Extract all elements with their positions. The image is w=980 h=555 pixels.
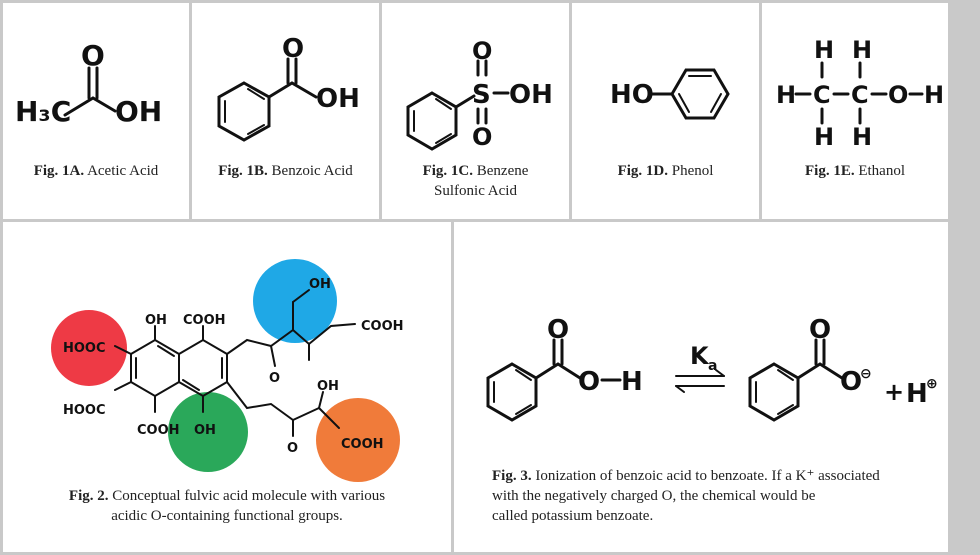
fig1a-label: Fig. 1A. bbox=[33, 163, 85, 179]
panel-fig1e: H H H C C O H H H Fig. 1E. Ethanol bbox=[762, 3, 948, 219]
fig3-text-line2: with the negatively charged O, the chemi… bbox=[492, 488, 816, 504]
atom-o-top: O bbox=[282, 34, 304, 64]
atom-oh: OH bbox=[316, 84, 360, 114]
atom-h-left: H bbox=[776, 81, 796, 109]
atom-h-left: H bbox=[621, 367, 643, 397]
group-hooc-2: HOOC bbox=[63, 403, 106, 418]
atom-s: S bbox=[472, 80, 491, 110]
fig3-text-line1: Ionization of benzoic acid to benzoate. … bbox=[535, 468, 880, 484]
benzene-sulfonic-acid-structure: S O O OH bbox=[406, 37, 553, 151]
fig1c-name-line1: Benzene bbox=[476, 163, 529, 179]
atom-o: O bbox=[888, 81, 908, 109]
acetic-acid-structure: H₃C O OH bbox=[15, 39, 162, 128]
charge-minus: ⊖ bbox=[860, 366, 872, 382]
highlight-green bbox=[168, 392, 248, 472]
phenol-structure: HO bbox=[610, 68, 730, 120]
group-oh-bottom: OH bbox=[194, 423, 216, 438]
fig1c-name-line2: Sulfonic Acid bbox=[434, 183, 517, 199]
highlight-orange bbox=[316, 398, 400, 482]
charge-plus: ⊕ bbox=[926, 376, 938, 392]
highlight-red bbox=[51, 310, 127, 386]
atom-h-top-1: H bbox=[814, 36, 834, 64]
fig1d-label: Fig. 1D. bbox=[617, 163, 668, 179]
group-oh-top: OH bbox=[145, 313, 167, 328]
benzoic-acid-ionization: O O H K a O O ⊖ + H ⊕ bbox=[486, 315, 938, 422]
fig1e-name: Ethanol bbox=[858, 163, 905, 179]
plus-sign: + bbox=[884, 378, 904, 406]
panel-fig3: O O H K a O O ⊖ + H ⊕ Fig. 3. Ionization… bbox=[454, 222, 948, 552]
panel-fig1d: HO Fig. 1D. Phenol bbox=[572, 3, 759, 219]
panel-fig2: OH COOH HOOC HOOC COOH OH O OH COOH O OH… bbox=[3, 222, 451, 552]
fig1c-label: Fig. 1C. bbox=[422, 163, 474, 179]
panel-fig1a: H₃C O OH Fig. 1A. Acetic Acid bbox=[3, 3, 189, 219]
caption-fig1a: Fig. 1A. Acetic Acid bbox=[3, 161, 189, 181]
fig2-text-line2: acidic O-containing functional groups. bbox=[111, 508, 343, 524]
atom-h-top-2: H bbox=[852, 36, 872, 64]
ethanol-structure: H H H C C O H H H bbox=[776, 36, 944, 151]
atom-h3c: H₃C bbox=[15, 95, 71, 128]
caption-fig1d: Fig. 1D. Phenol bbox=[572, 161, 759, 181]
fig3-text-line3: called potassium benzoate. bbox=[492, 508, 654, 524]
group-cooh-top: COOH bbox=[183, 313, 226, 328]
caption-fig1e: Fig. 1E. Ethanol bbox=[762, 161, 948, 181]
panel-fig1c: S O O OH Fig. 1C. Benzene Sulfonic Acid bbox=[382, 3, 569, 219]
atom-h-bottom-2: H bbox=[852, 123, 872, 151]
fig1e-label: Fig. 1E. bbox=[805, 163, 855, 179]
atom-o-left: O bbox=[578, 367, 600, 397]
group-oh-lower: OH bbox=[317, 379, 339, 394]
fig1d-name: Phenol bbox=[671, 163, 714, 179]
atom-o-top: O bbox=[472, 37, 492, 65]
group-cooh-lower: COOH bbox=[341, 437, 384, 452]
atom-h-right: H bbox=[924, 81, 944, 109]
group-oh-upper: OH bbox=[309, 277, 331, 292]
ka-k: K bbox=[690, 342, 710, 370]
group-o-upper: O bbox=[269, 371, 280, 386]
atom-ho: HO bbox=[610, 80, 654, 110]
caption-fig2: Fig. 2. Conceptual fulvic acid molecule … bbox=[3, 486, 451, 526]
caption-fig1c: Fig. 1C. Benzene Sulfonic Acid bbox=[382, 161, 569, 201]
ka-a: a bbox=[708, 358, 717, 374]
group-cooh-bottom: COOH bbox=[137, 423, 180, 438]
fig1b-label: Fig. 1B. bbox=[218, 163, 268, 179]
atom-o-bottom: O bbox=[472, 123, 492, 151]
fig1b-name: Benzoic Acid bbox=[271, 163, 353, 179]
atom-o-top-left: O bbox=[547, 315, 569, 345]
fig2-text-line1: Conceptual fulvic acid molecule with var… bbox=[112, 488, 386, 504]
group-hooc-1: HOOC bbox=[63, 341, 106, 356]
caption-fig3: Fig. 3. Ionization of benzoic acid to be… bbox=[492, 466, 948, 526]
benzoic-acid-structure: O OH bbox=[217, 34, 360, 142]
caption-fig1b: Fig. 1B. Benzoic Acid bbox=[192, 161, 379, 181]
atom-oh: OH bbox=[509, 80, 553, 110]
group-o-lower: O bbox=[287, 441, 298, 456]
fulvic-acid-structure: OH COOH HOOC HOOC COOH OH O OH COOH O OH… bbox=[51, 259, 404, 482]
atom-o-right: O bbox=[840, 367, 862, 397]
fig3-label: Fig. 3. bbox=[492, 468, 532, 484]
atom-oh: OH bbox=[115, 95, 162, 128]
atom-c2: C bbox=[851, 81, 869, 109]
atom-o-top-right: O bbox=[809, 315, 831, 345]
panel-fig1b: O OH Fig. 1B. Benzoic Acid bbox=[192, 3, 379, 219]
atom-h-bottom-1: H bbox=[814, 123, 834, 151]
atom-h-plus: H bbox=[906, 379, 928, 409]
atom-o-top: O bbox=[81, 39, 105, 72]
atom-c1: C bbox=[813, 81, 831, 109]
fig2-label: Fig. 2. bbox=[68, 488, 109, 504]
fig1a-name: Acetic Acid bbox=[87, 163, 159, 179]
group-cooh-upper: COOH bbox=[361, 319, 404, 334]
